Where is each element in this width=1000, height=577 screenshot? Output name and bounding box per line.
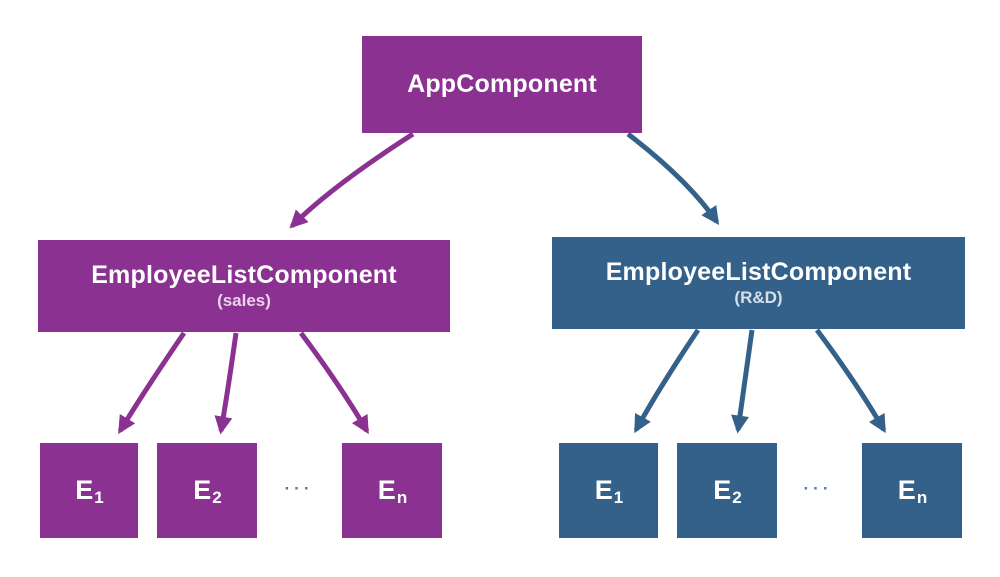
edge-rnd-to-en xyxy=(814,328,887,434)
edge-sales-to-e2 xyxy=(214,332,239,435)
employee-list-sales-label: EmployeeListComponent xyxy=(91,260,397,289)
edge-sales-to-e1 xyxy=(117,331,187,435)
rnd-employee-1-label: E1 xyxy=(594,475,624,507)
app-component-node: AppComponent xyxy=(362,36,642,133)
edge-app-to-sales-list xyxy=(289,131,415,229)
employee-list-rnd-sublabel: (R&D) xyxy=(734,287,783,307)
sales-employee-1-node: E1 xyxy=(40,443,138,538)
employee-list-rnd-label: EmployeeListComponent xyxy=(605,257,912,286)
sales-employee-1-label: E1 xyxy=(75,475,104,507)
edge-rnd-to-e2 xyxy=(731,329,755,434)
rnd-employee-2-node: E2 xyxy=(677,443,777,538)
employee-list-sales-sublabel: (sales) xyxy=(217,290,271,310)
rnd-employee-n-node: En xyxy=(862,443,962,538)
edge-rnd-to-e1 xyxy=(633,328,701,434)
sales-employee-2-node: E2 xyxy=(157,443,257,538)
sales-employee-n-label: En xyxy=(377,475,408,507)
rnd-employee-2-label: E2 xyxy=(713,475,742,507)
app-component-label: AppComponent xyxy=(407,70,597,99)
sales-employee-n-node: En xyxy=(342,443,442,538)
rnd-ellipsis: ··· xyxy=(803,479,833,498)
rnd-employee-n-label: En xyxy=(897,475,928,507)
edge-sales-to-en xyxy=(298,331,370,435)
sales-employee-2-label: E2 xyxy=(193,475,222,507)
employee-list-sales-node: EmployeeListComponent (sales) xyxy=(38,240,450,332)
rnd-employee-1-node: E1 xyxy=(559,443,658,538)
sales-ellipsis: ··· xyxy=(284,479,314,498)
edge-app-to-rnd-list xyxy=(626,132,720,225)
employee-list-rnd-node: EmployeeListComponent (R&D) xyxy=(552,237,965,329)
